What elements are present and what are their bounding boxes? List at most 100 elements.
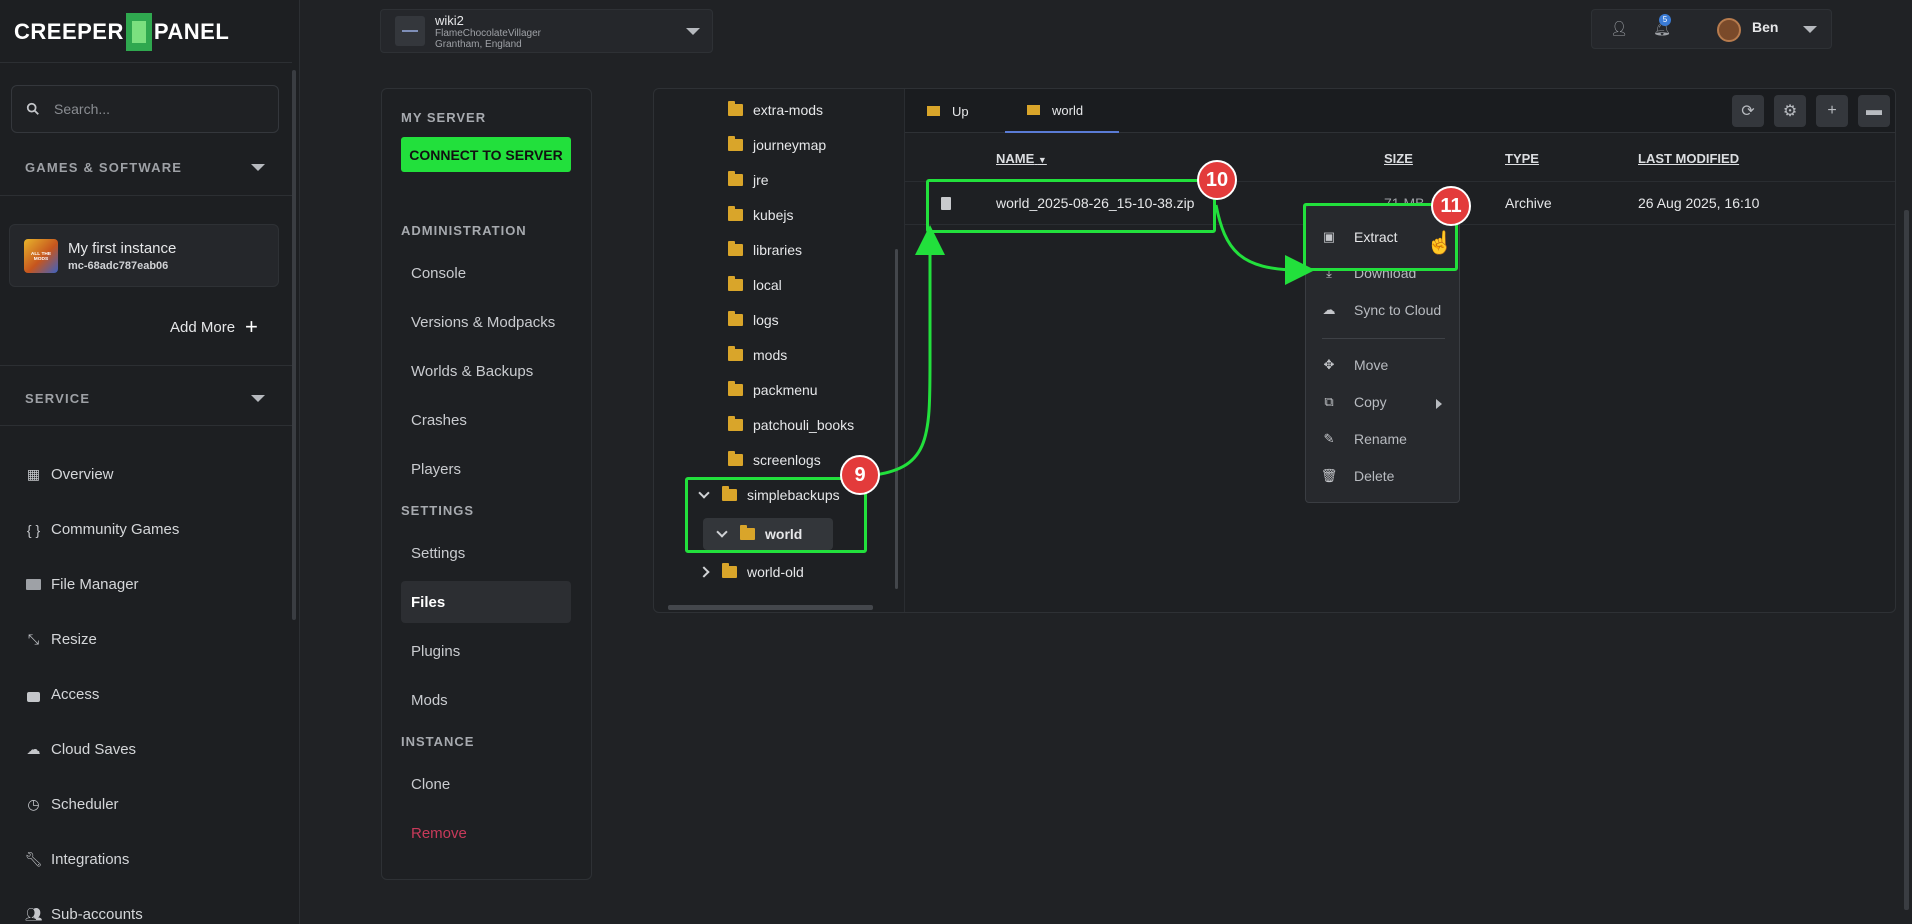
folder-icon xyxy=(728,451,743,466)
nav-files[interactable]: Files xyxy=(401,581,571,623)
tab-up[interactable]: Up xyxy=(905,89,1005,133)
sidebar-item-scheduler[interactable]: ◷Scheduler xyxy=(25,796,118,813)
tree-folder[interactable]: simplebackups xyxy=(698,480,840,510)
sidebar-scrollbar[interactable] xyxy=(292,70,296,620)
highlight-box-9 xyxy=(685,477,867,553)
sidebar-item-file-manager[interactable]: File Manager xyxy=(25,576,139,593)
column-last-modified[interactable]: LAST MODIFIED xyxy=(1638,151,1740,166)
chevron-down-icon xyxy=(251,395,265,402)
add-more-button[interactable]: Add More + xyxy=(170,316,258,338)
server-icon xyxy=(395,16,425,46)
step-badge-11: 11 xyxy=(1431,186,1471,226)
admin-panel: MY SERVER CONNECT TO SERVER ADMINISTRATI… xyxy=(381,88,592,880)
menu-item-label: Sync to Cloud xyxy=(1354,302,1442,318)
nav-players[interactable]: Players xyxy=(411,460,462,478)
tree-vertical-scrollbar[interactable] xyxy=(895,249,898,589)
layout-button[interactable]: ▬ xyxy=(1858,95,1890,127)
sidebar-item-cloud-saves[interactable]: ☁Cloud Saves xyxy=(25,741,137,758)
menu-item-label: Move xyxy=(1354,357,1389,373)
clock-icon: ◷ xyxy=(27,796,40,812)
tree-folder[interactable]: local xyxy=(728,270,782,300)
chevron-down-icon[interactable] xyxy=(686,28,700,35)
tree-folder[interactable]: journeymap xyxy=(728,130,826,160)
search-input[interactable]: Search... xyxy=(11,85,279,133)
refresh-button[interactable]: ⟳ xyxy=(1732,95,1764,127)
connect-to-server-button[interactable]: CONNECT TO SERVER xyxy=(401,137,571,172)
chevron-down-icon xyxy=(251,164,265,171)
tree-folder[interactable]: mods xyxy=(728,340,787,370)
menu-item-extract[interactable]: ▣Extract xyxy=(1322,229,1398,245)
menu-item-sync-to-cloud[interactable]: ☁Sync to Cloud xyxy=(1322,302,1442,318)
move-icon: ✥ xyxy=(1323,357,1335,372)
logo-text-left: CREEPER xyxy=(14,19,124,44)
gear-icon: ⚙ xyxy=(1782,103,1798,120)
instance-name: My first instance xyxy=(68,239,177,257)
server-selector[interactable]: wiki2 FlameChocolateVillager Grantham, E… xyxy=(380,9,713,53)
nav-crashes[interactable]: Crashes xyxy=(411,411,467,429)
nav-settings[interactable]: Settings xyxy=(411,544,466,562)
main-scrollbar[interactable] xyxy=(1904,210,1909,910)
tree-folder-label: local xyxy=(753,277,782,293)
notification-badge: 5 xyxy=(1659,14,1671,26)
avatar[interactable] xyxy=(1717,18,1741,42)
menu-item-label: Copy xyxy=(1354,394,1387,410)
settings-button[interactable]: ⚙ xyxy=(1774,95,1806,127)
tab-world[interactable]: world xyxy=(1005,89,1119,133)
user-name[interactable]: Ben xyxy=(1752,19,1779,35)
divider xyxy=(0,425,292,426)
column-name-label: NAME xyxy=(996,151,1035,166)
nav-worlds-backups[interactable]: Worlds & Backups xyxy=(411,362,534,380)
tree-folder[interactable]: kubejs xyxy=(728,200,793,230)
column-type[interactable]: TYPE xyxy=(1505,151,1539,166)
users-icon: 👥︎ xyxy=(24,906,43,922)
add-button[interactable]: + xyxy=(1816,95,1848,127)
tree-folder[interactable]: screenlogs xyxy=(728,445,821,475)
folder-icon xyxy=(728,416,743,431)
file-name: world_2025-08-26_15-10-38.zip xyxy=(996,195,1195,211)
instance-icon: ALL THE MODS xyxy=(24,238,58,273)
download-icon: ⤓ xyxy=(1326,265,1332,280)
menu-item-label: Rename xyxy=(1354,431,1407,447)
sidebar-item-community-games[interactable]: { }Community Games xyxy=(25,521,180,538)
chevron-right-icon[interactable] xyxy=(698,566,710,578)
nav-clone[interactable]: Clone xyxy=(411,775,451,793)
tree-horizontal-scrollbar[interactable] xyxy=(668,605,873,610)
tree-folder[interactable]: world-old xyxy=(698,557,804,587)
sidebar-item-integrations[interactable]: 🔧︎Integrations xyxy=(25,851,130,868)
nav-mods[interactable]: Mods xyxy=(411,691,448,709)
service-section[interactable]: SERVICE xyxy=(25,391,265,406)
sidebar-item-overview[interactable]: ▦Overview xyxy=(25,466,114,483)
divider xyxy=(0,195,292,196)
sidebar-item-resize[interactable]: ⤡Resize xyxy=(25,631,97,648)
folder-icon xyxy=(728,346,743,361)
chevron-down-icon[interactable] xyxy=(1803,26,1817,33)
menu-item-delete[interactable]: 🗑︎Delete xyxy=(1321,468,1395,484)
nav-plugins[interactable]: Plugins xyxy=(411,642,461,660)
logo-text-right: PANEL xyxy=(153,19,230,44)
tree-folder[interactable]: logs xyxy=(728,305,779,335)
instance-card[interactable]: ALL THE MODS My first instance mc-68adc7… xyxy=(9,224,279,287)
nav-versions-modpacks[interactable]: Versions & Modpacks xyxy=(411,313,556,331)
tree-folder[interactable]: packmenu xyxy=(728,375,818,405)
folder-icon xyxy=(728,136,743,151)
column-name[interactable]: NAME ▼ xyxy=(996,151,1047,166)
tree-folder[interactable]: patchouli_books xyxy=(728,410,854,440)
sidebar-item-sub-accounts[interactable]: 👥︎Sub-accounts xyxy=(25,906,143,923)
tree-folder[interactable]: libraries xyxy=(728,235,802,265)
nav-remove[interactable]: Remove xyxy=(411,824,467,842)
tree-folder[interactable]: jre xyxy=(728,165,769,195)
folder-icon xyxy=(728,241,743,256)
creeperpanel-logo[interactable]: CREEPER PANEL xyxy=(14,12,229,52)
tree-folder-selected[interactable]: world xyxy=(716,519,802,549)
file-icon xyxy=(941,197,951,210)
menu-item-move[interactable]: ✥ Move xyxy=(1322,357,1389,373)
games-software-section[interactable]: GAMES & SOFTWARE xyxy=(25,160,265,175)
sidebar-item-access[interactable]: Access xyxy=(25,686,99,703)
menu-item-label: Delete xyxy=(1354,468,1395,484)
tree-folder[interactable]: extra-mods xyxy=(728,95,823,125)
menu-item-copy[interactable]: ⧉Copy xyxy=(1322,394,1387,410)
contacts-icon[interactable]: 👤︎ xyxy=(1610,20,1628,36)
column-size[interactable]: SIZE xyxy=(1384,151,1413,166)
nav-console[interactable]: Console xyxy=(411,264,467,282)
menu-item-rename[interactable]: ✎Rename xyxy=(1322,431,1407,447)
